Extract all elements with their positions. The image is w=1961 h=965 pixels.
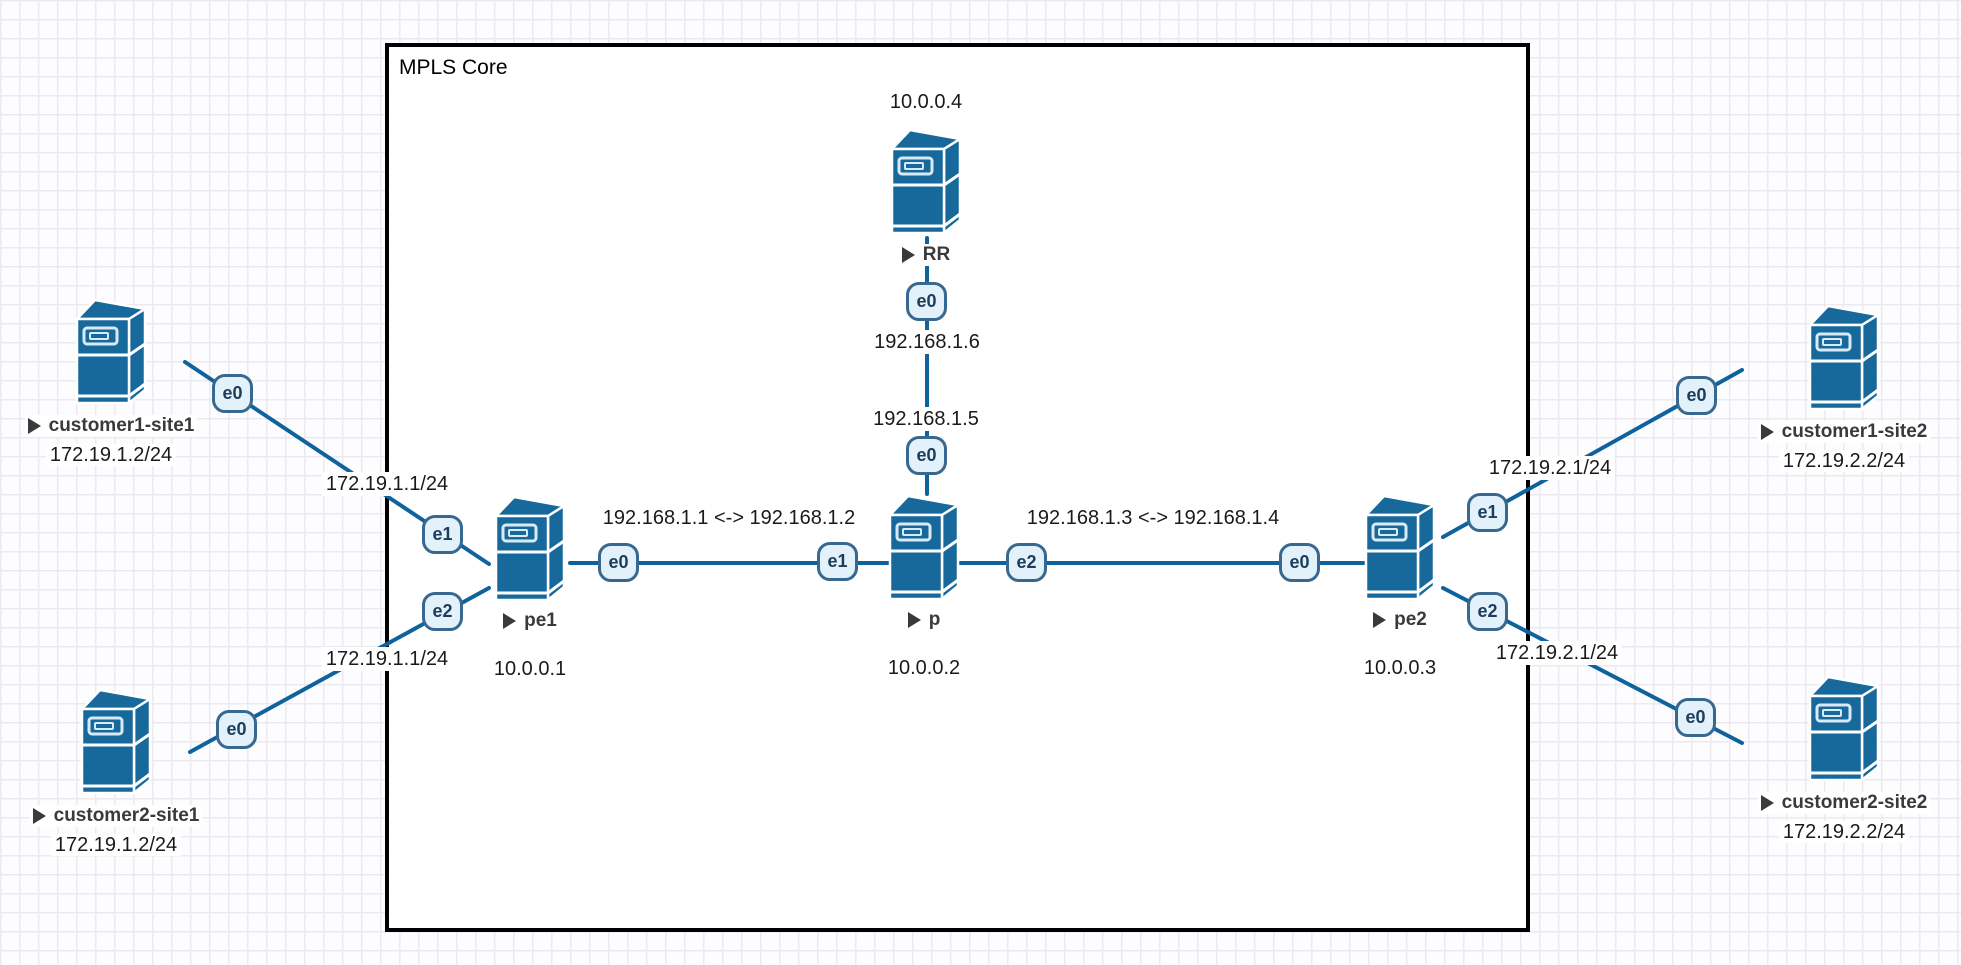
- link-label-rr-e0-ip: 192.168.1.6: [870, 330, 984, 354]
- interface-pill-customer1site1-e0[interactable]: e0: [212, 374, 253, 413]
- node-ip-label: 172.19.1.2/24: [50, 834, 182, 856]
- node-name: p: [904, 609, 944, 631]
- interface-pill-pe1-e1[interactable]: e1: [422, 515, 463, 554]
- node-ip-label: 10.0.0.3: [1359, 657, 1441, 679]
- region-label: MPLS Core: [399, 56, 508, 79]
- node-ip-label: 10.0.0.4: [885, 91, 967, 113]
- node-customer2-site1[interactable]: customer2-site1 172.19.1.2/24: [0, 687, 246, 856]
- node-customer1-site1[interactable]: customer1-site1 172.19.1.2/24: [0, 297, 241, 466]
- interface-pill-customer2site1-e0[interactable]: e0: [216, 710, 257, 749]
- link-label-pe2-e1-subnet: 172.19.2.1/24: [1484, 456, 1616, 480]
- node-name: RR: [898, 244, 954, 266]
- router-icon[interactable]: [1808, 303, 1880, 411]
- node-ip-label: 172.19.2.2/24: [1778, 450, 1910, 472]
- node-p[interactable]: p 10.0.0.2: [794, 493, 1054, 679]
- router-icon[interactable]: [1364, 493, 1436, 601]
- node-marker-icon: [1760, 424, 1774, 440]
- link-label-p-pe2: 192.168.1.3 <-> 192.168.1.4: [1022, 506, 1284, 530]
- link-label-pe1-e1-subnet: 172.19.1.1/24: [321, 472, 453, 496]
- interface-pill-rr-e0[interactable]: e0: [906, 282, 947, 321]
- node-marker-icon: [907, 612, 921, 628]
- interface-pill-customer1site2-e0[interactable]: e0: [1676, 376, 1717, 415]
- node-name: customer1-site1: [24, 415, 198, 437]
- router-icon[interactable]: [890, 127, 962, 235]
- interface-pill-pe2-e1[interactable]: e1: [1467, 493, 1508, 532]
- node-marker-icon: [1760, 795, 1774, 811]
- interface-pill-pe2-e2[interactable]: e2: [1467, 592, 1508, 631]
- node-marker-icon: [27, 418, 41, 434]
- node-marker-icon: [1373, 612, 1387, 628]
- router-icon[interactable]: [80, 687, 152, 795]
- node-name: customer1-site2: [1757, 421, 1931, 443]
- link-label-pe1-p: 192.168.1.1 <-> 192.168.1.2: [598, 506, 860, 530]
- node-customer2-site2[interactable]: customer2-site2 172.19.2.2/24: [1714, 674, 1961, 843]
- node-name: customer2-site1: [29, 805, 203, 827]
- node-pe2[interactable]: pe2 10.0.0.3: [1270, 493, 1530, 679]
- node-customer1-site2[interactable]: customer1-site2 172.19.2.2/24: [1714, 303, 1961, 472]
- node-pe1[interactable]: pe1 10.0.0.1: [400, 494, 660, 680]
- interface-pill-p-e0[interactable]: e0: [906, 436, 947, 475]
- interface-pill-pe1-e2[interactable]: e2: [422, 592, 463, 631]
- node-name: pe2: [1370, 609, 1430, 631]
- link-label-pe1-e2-subnet: 172.19.1.1/24: [321, 647, 453, 671]
- link-label-pe2-e2-subnet: 172.19.2.1/24: [1491, 641, 1623, 665]
- router-icon[interactable]: [888, 493, 960, 601]
- node-ip-label: 172.19.2.2/24: [1778, 821, 1910, 843]
- node-ip-label: 10.0.0.1: [489, 658, 571, 680]
- router-icon[interactable]: [494, 494, 566, 602]
- interface-pill-p-e2[interactable]: e2: [1006, 543, 1047, 582]
- router-icon[interactable]: [1808, 674, 1880, 782]
- node-ip-label: 10.0.0.2: [883, 657, 965, 679]
- node-marker-icon: [503, 613, 517, 629]
- interface-pill-p-e1[interactable]: e1: [817, 542, 858, 581]
- node-ip-label: 172.19.1.2/24: [45, 444, 177, 466]
- interface-pill-pe2-e0[interactable]: e0: [1279, 543, 1320, 582]
- node-marker-icon: [901, 247, 915, 263]
- interface-pill-pe1-e0[interactable]: e0: [598, 543, 639, 582]
- interface-pill-customer2site2-e0[interactable]: e0: [1675, 698, 1716, 737]
- node-name: customer2-site2: [1757, 792, 1931, 814]
- router-icon[interactable]: [75, 297, 147, 405]
- node-marker-icon: [32, 808, 46, 824]
- node-rr[interactable]: 10.0.0.4 RR: [796, 91, 1056, 266]
- node-name: pe1: [500, 610, 560, 632]
- link-label-p-e0-ip: 192.168.1.5: [869, 407, 983, 431]
